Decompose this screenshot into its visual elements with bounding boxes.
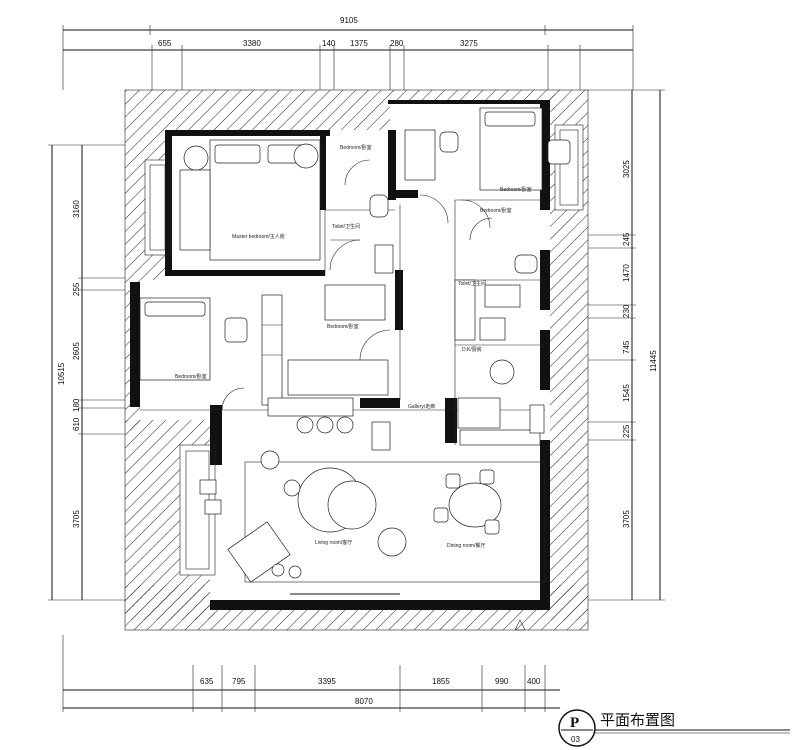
- top-dim-5: 280: [390, 39, 404, 48]
- bottom-dim-1: 635: [200, 677, 214, 686]
- left-overall-dimension: 10515: [57, 362, 66, 385]
- left-dim-6: 3705: [72, 510, 81, 528]
- right-dim-6: 1545: [622, 384, 631, 402]
- left-dim-4: 180: [72, 398, 81, 412]
- top-dimension-lines: [62, 25, 634, 90]
- room-label-bedroom-2: Bedroom/卧室: [500, 186, 532, 193]
- bottom-dim-3: 3395: [318, 677, 336, 686]
- bottom-dim-5: 990: [495, 677, 509, 686]
- room-label-bedroom-3: Bedroom/卧室: [480, 207, 512, 214]
- room-labels: Master bedroom/主人房 Toilet/卫生间 Bedroom/卧室…: [175, 144, 532, 549]
- right-dim-8: 3705: [622, 510, 631, 528]
- title-block: [558, 709, 790, 747]
- right-overall-dimension: 11445: [649, 350, 658, 372]
- room-label-dining-room: Dining room/餐厅: [447, 542, 485, 549]
- top-dim-6: 3275: [460, 39, 478, 48]
- room-label-gallery: Gallery/走廊: [408, 403, 435, 410]
- room-label-toilet-2: Toilet/卫生间: [458, 280, 486, 287]
- door-swings: [221, 159, 493, 411]
- left-dim-1: 3160: [72, 200, 81, 218]
- top-dim-3: 140: [322, 39, 336, 48]
- top-dim-1: 655: [158, 39, 172, 48]
- room-label-bedroom-center: Bedroom/卧室: [327, 323, 359, 330]
- bottom-dim-2: 795: [232, 677, 246, 686]
- drawing-title: 平面布置图: [600, 711, 675, 729]
- bottom-dim-6: 400: [527, 677, 541, 686]
- bottom-overall-dimension: 8070: [355, 697, 373, 706]
- left-dim-3: 2605: [72, 342, 81, 360]
- left-dim-2: 255: [72, 282, 81, 296]
- left-dimension-lines: [48, 144, 125, 601]
- right-dim-7: 225: [622, 424, 631, 438]
- room-label-master-bedroom: Master bedroom/主人房: [232, 233, 285, 240]
- room-label-bedroom-left: Bedroom/卧室: [175, 373, 207, 380]
- room-label-dk: D.K/厨房: [462, 346, 482, 353]
- title-letter: P: [570, 715, 579, 731]
- room-label-living-room: Living room/客厅: [315, 539, 352, 546]
- right-dim-1: 3025: [622, 160, 631, 178]
- right-dim-5: 745: [622, 340, 631, 354]
- title-number: 03: [571, 735, 580, 744]
- bottom-dim-4: 1855: [432, 677, 450, 686]
- right-dimension-lines: [588, 89, 665, 601]
- room-label-bedroom-1: Bedroom/卧室: [340, 144, 372, 151]
- top-overall-dimension: 9105: [340, 16, 358, 25]
- right-dim-4: 230: [622, 304, 631, 318]
- bottom-dimension-lines: [62, 635, 560, 712]
- right-dim-3: 1470: [622, 264, 631, 282]
- room-label-toilet-1: Toilet/卫生间: [332, 223, 360, 230]
- left-dim-5: 610: [72, 417, 81, 431]
- top-dim-2: 3380: [243, 39, 261, 48]
- top-dim-4: 1375: [350, 39, 368, 48]
- right-dim-2: 245: [622, 232, 631, 246]
- furniture: [139, 107, 571, 631]
